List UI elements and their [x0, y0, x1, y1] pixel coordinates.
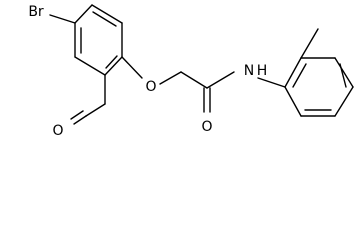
structure-svg: Br O O O N H: [28, 4, 354, 139]
bond: [334, 57, 354, 88]
bromine-atom: Br: [28, 4, 44, 20]
bond: [121, 56, 143, 79]
aromatic-bond: [339, 63, 347, 88]
aldehyde-oxygen-atom: O: [52, 123, 63, 139]
aromatic-bond: [92, 11, 117, 27]
bond: [74, 56, 106, 76]
bond: [334, 86, 354, 117]
bond: [257, 77, 286, 88]
amide-hydrogen-atom: H: [257, 63, 268, 79]
aldehyde-double-bond: [70, 110, 84, 120]
left-ring: [74, 4, 123, 76]
bond: [206, 71, 235, 89]
bond: [284, 57, 302, 88]
aromatic-bond: [292, 63, 307, 88]
bond: [284, 86, 302, 117]
nitrogen-atom: N: [244, 63, 254, 79]
bond: [85, 103, 106, 117]
aromatic-bond: [105, 55, 118, 69]
bond: [159, 71, 182, 85]
aldehyde-double-bond: [73, 115, 87, 125]
bond: [91, 4, 123, 24]
molecule-diagram: Br O O O N H: [28, 4, 354, 139]
methyl-bond: [300, 28, 319, 59]
bond: [180, 71, 208, 89]
amide-oxygen-atom: O: [201, 119, 212, 135]
right-ring: [284, 57, 354, 117]
bond: [74, 4, 93, 24]
ether-oxygen-atom: O: [145, 79, 156, 95]
bond: [104, 56, 123, 76]
bond: [49, 14, 76, 24]
